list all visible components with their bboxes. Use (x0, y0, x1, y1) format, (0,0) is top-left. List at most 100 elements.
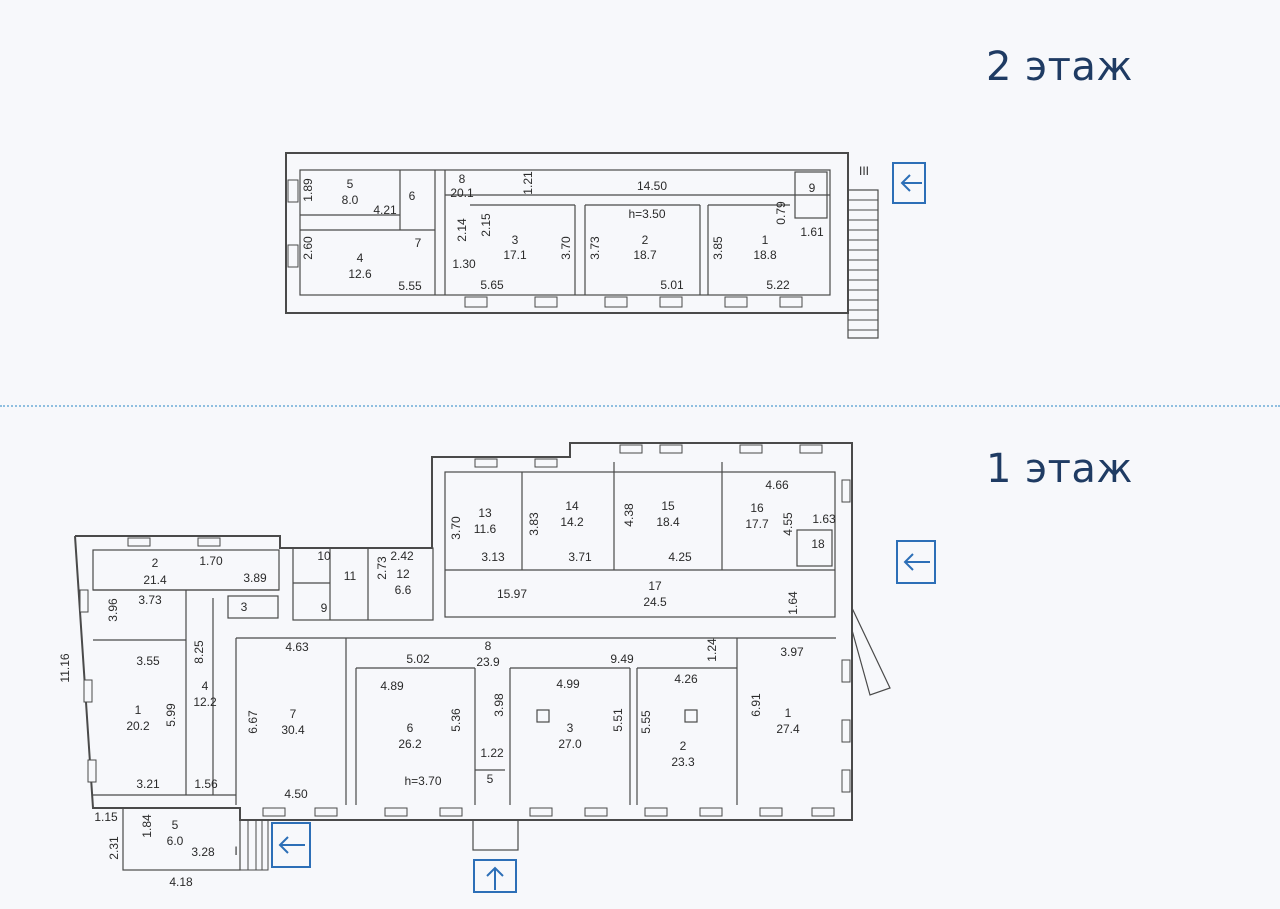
dimension: 5.36 (449, 708, 463, 732)
column (684, 709, 698, 723)
dimension: 4.26 (674, 672, 698, 686)
room-label: 5 (172, 818, 179, 832)
dimension: 1.30 (452, 257, 476, 271)
dimension: 3.89 (243, 571, 267, 585)
dimension: 1.84 (140, 814, 154, 838)
room-area: 30.4 (281, 723, 305, 737)
room-label: 1 (785, 706, 792, 720)
dimension: 2.60 (301, 236, 315, 260)
room-area: 27.4 (776, 722, 800, 736)
stair-label: I (234, 844, 237, 858)
dimension: 3.96 (106, 598, 120, 622)
dimension: 5.02 (406, 652, 430, 666)
room-area: 18.8 (753, 248, 777, 262)
floor-1-plan: 2 21.4 3 1 20.2 4 12.2 5 6.0 7 30.4 6 26… (58, 442, 936, 893)
floor-2-title: 2 этаж (986, 44, 1133, 90)
dimension: 3.83 (527, 512, 541, 536)
room-label: 3 (241, 600, 248, 614)
room-area: 21.4 (143, 573, 167, 587)
dimension: h=3.50 (628, 207, 665, 221)
dimension: 2.31 (107, 836, 121, 860)
room-label: 17 (648, 579, 662, 593)
dimension: 3.13 (481, 550, 505, 564)
dimension: 6.67 (246, 710, 260, 734)
room-label: 2 (642, 233, 649, 247)
dimension: 2.15 (479, 213, 493, 237)
dimension: h=3.70 (404, 774, 441, 788)
dimension: 4.55 (781, 512, 795, 536)
dimension: 5.51 (611, 708, 625, 732)
floor-2-entrance-icon (892, 162, 926, 204)
room-area: 23.9 (476, 655, 500, 669)
room-label: 2 (152, 556, 159, 570)
dimension: 8.25 (192, 640, 206, 664)
room-area: 6.0 (167, 834, 184, 848)
dimension: 3.21 (136, 777, 160, 791)
room-area: 12.2 (193, 695, 217, 709)
room-label: 15 (661, 499, 675, 513)
room-label: 16 (750, 501, 764, 515)
dimension: 2.73 (375, 556, 389, 580)
room-label: 4 (357, 251, 364, 265)
dimension: 1.15 (94, 810, 118, 824)
dimension: 1.64 (786, 591, 800, 615)
dimension: 0.79 (774, 201, 788, 225)
dimension: 2.42 (390, 549, 414, 563)
dimension: 5.65 (480, 278, 504, 292)
dimension: 4.50 (284, 787, 308, 801)
dimension: 3.73 (138, 593, 162, 607)
dimension: 1.24 (705, 638, 719, 662)
floor-2-plan: 5 8.0 6 4 12.6 7 8 20.1 3 17.1 2 18.7 1 … (285, 152, 926, 339)
dimension: 3.28 (191, 845, 215, 859)
room-area: 14.2 (560, 515, 584, 529)
room-label: 3 (567, 721, 574, 735)
room-label: 8 (459, 172, 466, 186)
room-label: 6 (409, 189, 416, 203)
room-label: 11 (344, 569, 357, 583)
stair-label: III (859, 164, 869, 178)
room-label: 8 (485, 639, 492, 653)
room-label: 5 (347, 177, 354, 191)
dimension: 5.01 (660, 278, 684, 292)
dimension: 4.89 (380, 679, 404, 693)
floor-1-right-entrance-icon (896, 540, 936, 584)
room-area: 6.6 (395, 583, 412, 597)
room-label: 1 (135, 703, 142, 717)
dimension: 15.97 (497, 587, 527, 601)
floor-1-left-stairs (239, 819, 269, 871)
room-label: 3 (512, 233, 519, 247)
dimension: 5.55 (639, 710, 653, 734)
dimension: 6.91 (749, 693, 763, 717)
room-area: 18.4 (656, 515, 680, 529)
dimension: 3.71 (568, 550, 592, 564)
room-area: 11.6 (474, 522, 497, 536)
dimension: 3.73 (588, 236, 602, 260)
floor-1-outer-wall (74, 442, 853, 821)
room-label: 9 (809, 181, 816, 195)
dimension: 4.66 (765, 478, 789, 492)
dimension: 1.61 (800, 225, 824, 239)
room-label: 6 (407, 721, 414, 735)
room-area: 17.1 (503, 248, 527, 262)
room-area: 8.0 (342, 193, 359, 207)
dimension: 14.50 (637, 179, 667, 193)
dimension: 1.70 (199, 554, 223, 568)
room-label: 1 (762, 233, 769, 247)
dimension: 1.56 (194, 777, 218, 791)
room-area: 17.7 (745, 517, 769, 531)
dimension: 1.63 (812, 512, 836, 526)
dimension: 4.21 (373, 203, 397, 217)
room-label: 14 (565, 499, 579, 513)
dimension: 3.98 (492, 693, 506, 717)
dimension: 4.18 (169, 875, 193, 889)
dimension: 1.22 (480, 746, 504, 760)
room-label: 5 (487, 772, 494, 786)
room-label: 4 (202, 679, 209, 693)
dimension: 3.70 (559, 236, 573, 260)
room-label: 9 (321, 601, 328, 615)
floor-1-bottom-entrance-icon (473, 859, 517, 893)
room-area: 27.0 (558, 737, 582, 751)
dimension: 11.16 (58, 653, 72, 682)
dimension: 3.70 (449, 516, 463, 540)
